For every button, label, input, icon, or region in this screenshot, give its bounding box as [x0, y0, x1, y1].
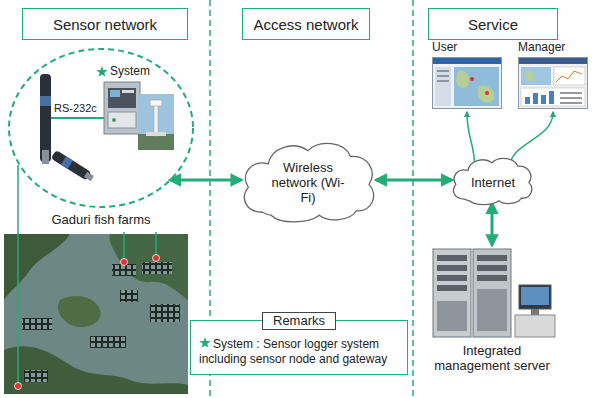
group-caption: Gaduri fish farms: [8, 212, 194, 228]
section-title: Service: [468, 16, 518, 33]
server-caption-box: Integrated management server: [427, 343, 557, 373]
section-header: Service: [428, 8, 558, 40]
screen-node: User: [428, 40, 506, 109]
annotation-label: RS-232c: [54, 102, 97, 115]
star-symbol: [199, 337, 211, 349]
annotation-label: System: [110, 65, 150, 78]
group-outline: [8, 48, 194, 208]
cloud-label: Wireless network (Wi-Fi): [268, 160, 348, 205]
screenshot: [432, 57, 502, 109]
section-title: Sensor network: [53, 16, 157, 33]
server-rack: [427, 245, 557, 340]
remarks-text: System : Sensor logger system including …: [199, 337, 387, 366]
star-symbol: [96, 66, 107, 77]
gateway-photo: [104, 82, 140, 134]
sensor-probe: [40, 74, 95, 183]
cloud-text-box: Internet: [470, 175, 516, 190]
tower-photo: [138, 94, 174, 150]
screen-title: Manager: [514, 40, 592, 55]
server-caption: Integrated management server: [427, 343, 557, 373]
sensor-group-ellipse: Gaduri fish farms: [8, 48, 194, 228]
section-header: Access network: [242, 8, 370, 40]
server-node: Integrated management server: [427, 245, 557, 373]
connector: [491, 203, 494, 245]
connector: [509, 112, 553, 170]
network-cloud: Internet: [449, 154, 535, 206]
screen-title: User: [428, 40, 506, 55]
rs232-wire: [51, 117, 104, 119]
remarks-heading: Remarks: [262, 312, 336, 330]
screenshot: [518, 57, 588, 109]
network-cloud: Wireless network (Wi-Fi): [237, 136, 379, 224]
group-caption-box: Gaduri fish farms: [8, 212, 194, 228]
cloud-label: Internet: [470, 175, 516, 190]
section-title: Access network: [253, 16, 358, 33]
connector: [467, 112, 475, 170]
satellite-map: [4, 234, 188, 394]
cloud-text-box: Wireless network (Wi-Fi): [268, 160, 348, 205]
remarks-row: System : Sensor logger system including …: [199, 337, 399, 367]
leader-line: [18, 165, 156, 383]
section-header: Sensor network: [22, 8, 188, 40]
screen-node: Manager: [514, 40, 592, 109]
connector: [170, 179, 241, 182]
remarks-box: RemarksSystem : Sensor logger system inc…: [190, 320, 408, 375]
farm-marker: [15, 255, 160, 390]
connector: [376, 179, 451, 182]
